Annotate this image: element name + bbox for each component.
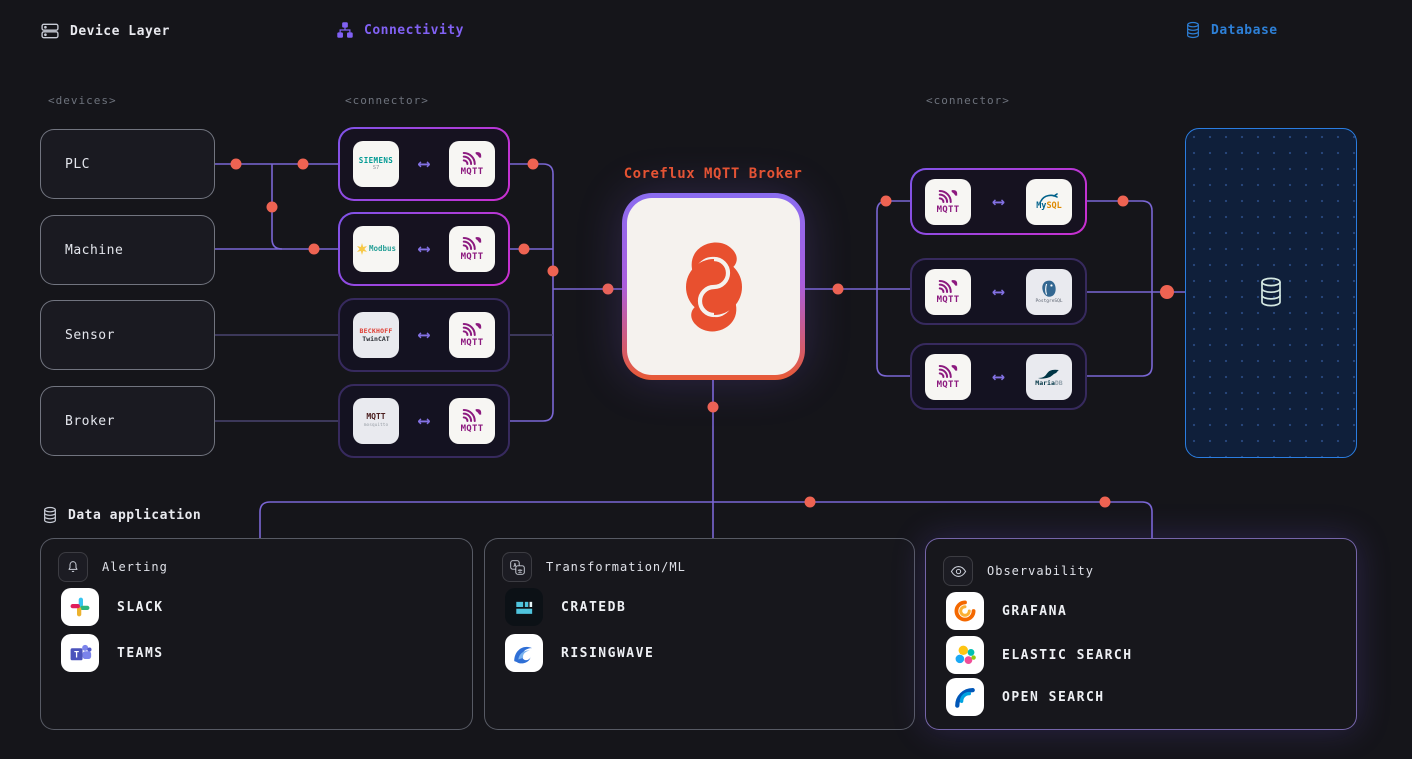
app-item-open-search: OPEN SEARCH: [946, 678, 1105, 716]
app-item-cratedb: CRATEDB: [505, 588, 626, 626]
beckhoff-twincat-logo: BECKHOFF TwinCAT: [353, 312, 399, 358]
svg-text:T: T: [74, 650, 79, 660]
database-icon: [42, 506, 58, 524]
teams-logo: T: [61, 634, 99, 672]
header-device-layer: Device Layer: [40, 21, 170, 41]
connector-mqtt-to-mariadb: MQTT ⟷ Maria DB: [910, 343, 1087, 410]
elastic-search-logo: [946, 636, 984, 674]
mqtt-logo: MQTT: [925, 268, 971, 315]
device-node-machine: Machine: [40, 215, 215, 285]
header-database: Database: [1185, 21, 1278, 39]
eye-icon: [943, 556, 973, 586]
connector-tag-right: <connector>: [926, 94, 1010, 107]
bidirectional-arrow-icon: ⟷: [993, 366, 1004, 387]
app-item-slack: SLACK: [61, 588, 164, 626]
mariadb-logo: Maria DB: [1026, 353, 1072, 400]
server-icon: [40, 21, 60, 41]
card-observability-header: Observability: [943, 556, 1094, 586]
postgresql-logo: PostgreSQL: [1026, 268, 1072, 315]
device-label: PLC: [65, 156, 90, 172]
database-cylinder-icon: [1261, 277, 1281, 307]
mqtt-logo: MQTT: [925, 178, 971, 225]
modbus-logo: Modbus: [353, 226, 399, 272]
modbus-star-icon: [356, 243, 367, 255]
connector-modbus-to-mqtt: Modbus ⟷ MQTT: [338, 212, 510, 286]
header-device-layer-label: Device Layer: [70, 23, 170, 39]
bidirectional-arrow-icon: ⟷: [418, 239, 430, 259]
connector-mqtt-to-mysql: MQTT ⟷ My SQL: [910, 168, 1087, 235]
database-icon: [1185, 21, 1201, 39]
connector-beckhoff-to-mqtt: BECKHOFF TwinCAT ⟷ MQTT: [338, 298, 510, 372]
mysql-logo: My SQL: [1026, 178, 1072, 225]
app-item-grafana: GRAFANA: [946, 592, 1067, 630]
bidirectional-arrow-icon: ⟷: [418, 411, 430, 431]
grafana-logo: [946, 592, 984, 630]
connector-mosquitto-to-mqtt: MQTT mosquitto ⟷ MQTT: [338, 384, 510, 458]
header-data-application: Data application: [42, 506, 201, 524]
card-alerting-header: Alerting: [58, 552, 168, 582]
mosquitto-mqtt-logo: MQTT mosquitto: [353, 398, 399, 444]
database-node: [1185, 128, 1357, 458]
device-label: Sensor: [65, 327, 115, 343]
cratedb-logo: [505, 588, 543, 626]
device-label: Broker: [65, 413, 115, 429]
header-data-application-label: Data application: [68, 507, 202, 523]
translate-icon: A: [502, 552, 532, 582]
app-item-risingwave: RISINGWAVE: [505, 634, 654, 672]
card-title: Transformation/ML: [546, 560, 686, 574]
siemens-logo: SIEMENS S7: [353, 141, 399, 187]
header-database-label: Database: [1211, 22, 1278, 38]
bidirectional-arrow-icon: ⟷: [993, 281, 1004, 302]
mqtt-logo: MQTT: [925, 353, 971, 400]
mqtt-logo: MQTT: [449, 312, 495, 358]
bidirectional-arrow-icon: ⟷: [418, 154, 430, 174]
mqtt-logo: MQTT: [449, 226, 495, 272]
risingwave-logo: [505, 634, 543, 672]
app-item-elastic-search: ELASTIC SEARCH: [946, 636, 1133, 674]
card-alerting: Alerting SLACK T TEAMS: [40, 538, 473, 730]
bidirectional-arrow-icon: ⟷: [418, 325, 430, 345]
network-icon: [336, 21, 354, 39]
open-search-logo: [946, 678, 984, 716]
card-transformation-header: A Transformation/ML: [502, 552, 686, 582]
device-node-plc: PLC: [40, 129, 215, 199]
device-label: Machine: [65, 242, 124, 258]
card-title: Observability: [987, 564, 1094, 578]
app-item-teams: T TEAMS: [61, 634, 164, 672]
header-connectivity: Connectivity: [336, 21, 464, 39]
card-observability: Observability GRAFANA ELASTIC SEARCH: [925, 538, 1357, 730]
devices-tag: <devices>: [48, 94, 117, 107]
svg-text:A: A: [513, 562, 516, 568]
coreflux-mqtt-broker-node: [622, 193, 805, 380]
device-node-sensor: Sensor: [40, 300, 215, 370]
bell-icon: [58, 552, 88, 582]
slack-logo: [61, 588, 99, 626]
connector-tag-left: <connector>: [345, 94, 429, 107]
bidirectional-arrow-icon: ⟷: [993, 191, 1004, 212]
connector-mqtt-to-postgresql: MQTT ⟷ PostgreSQL: [910, 258, 1087, 325]
card-transformation-ml: A Transformation/ML CRATEDB RISINGWAVE: [484, 538, 915, 730]
header-connectivity-label: Connectivity: [364, 22, 464, 38]
card-title: Alerting: [102, 560, 168, 574]
broker-title: Coreflux MQTT Broker: [623, 166, 803, 182]
mqtt-logo: MQTT: [449, 141, 495, 187]
mqtt-logo: MQTT: [449, 398, 495, 444]
coreflux-logo: [627, 198, 800, 375]
connector-siemens-to-mqtt: SIEMENS S7 ⟷ MQTT: [338, 127, 510, 201]
device-node-broker: Broker: [40, 386, 215, 456]
